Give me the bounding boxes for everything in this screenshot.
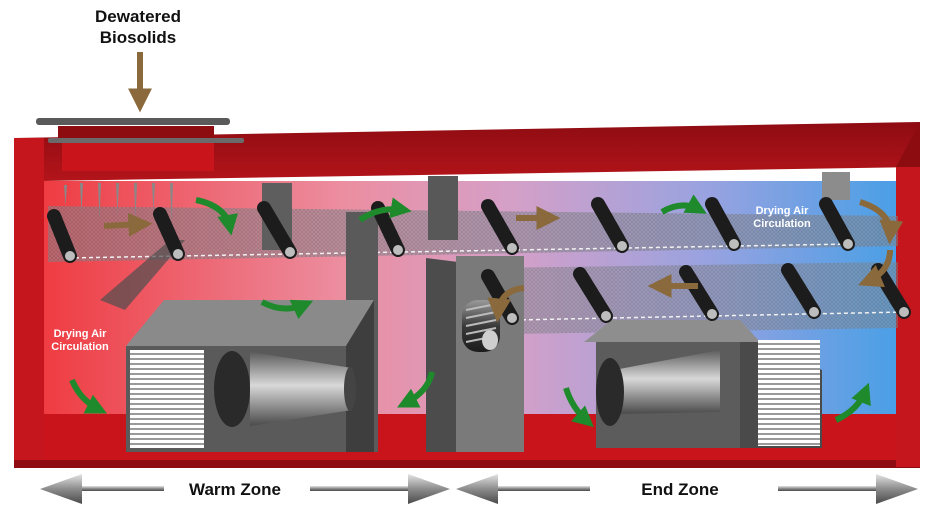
- warm-zone-fan-unit: [126, 300, 374, 452]
- end-zone-label: End Zone: [620, 480, 740, 500]
- heat-exchanger-grille: [758, 340, 820, 446]
- feed-label: Dewatered Biosolids: [58, 6, 218, 48]
- air-circulation-label-right: Drying Air Circulation: [742, 205, 822, 231]
- heat-exchanger-grille: [130, 350, 204, 448]
- air-circulation-label-left: Drying Air Circulation: [38, 328, 122, 354]
- discharge-roller: [462, 300, 500, 352]
- warm-zone-label: Warm Zone: [160, 480, 310, 500]
